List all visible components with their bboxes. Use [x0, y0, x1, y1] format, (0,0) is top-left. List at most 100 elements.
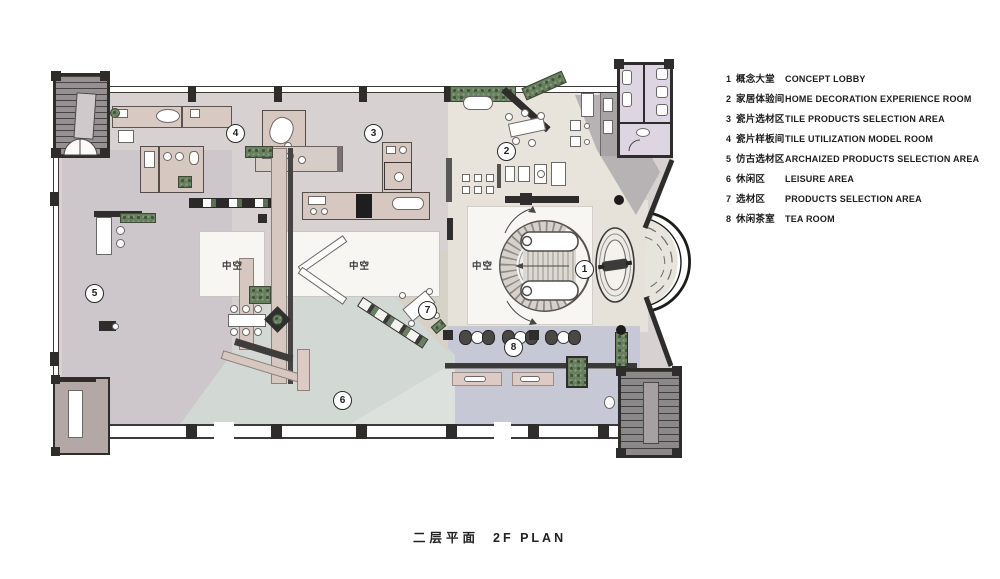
- stool: [462, 174, 470, 182]
- column: [258, 214, 267, 223]
- legend-label-en: LEISURE AREA: [785, 174, 855, 184]
- legend-item-selection-area: 7 选材区 PRODUCTS SELECTION AREA: [726, 191, 994, 211]
- stool: [604, 396, 615, 409]
- bay-dashed-arc: [644, 226, 673, 299]
- stool: [486, 174, 494, 182]
- stool: [116, 239, 125, 248]
- marker-label: 5: [91, 288, 98, 299]
- desk: [308, 196, 326, 205]
- top-curtain-wall: [57, 86, 617, 93]
- column: [520, 193, 532, 205]
- bay-inner-arc: [646, 218, 682, 307]
- legend-item-archaized-area: 5 仿古选材区 ARCHAIZED PRODUCTS SELECTION ARE…: [726, 151, 994, 171]
- shaft-fixture: [603, 98, 613, 112]
- legend-number: 5: [726, 154, 732, 164]
- legend-label-zh: 仿古选材区: [736, 154, 785, 165]
- chair: [242, 305, 250, 313]
- washbasin: [163, 152, 172, 161]
- column: [672, 448, 682, 458]
- washbasin: [386, 146, 396, 154]
- marker-archaized-area: 5: [85, 284, 104, 303]
- marker-label: 3: [370, 128, 377, 139]
- chair: [310, 208, 317, 215]
- plant: [178, 176, 192, 188]
- stool: [486, 186, 494, 194]
- desk: [118, 130, 134, 143]
- toilet: [394, 172, 404, 182]
- marker-leisure-area: 6: [333, 391, 352, 410]
- display-item: [520, 376, 540, 382]
- chair: [584, 123, 590, 129]
- lounge-chair: [551, 162, 566, 186]
- washbasin: [399, 146, 407, 154]
- chair: [505, 113, 513, 121]
- lounge-seat: [505, 166, 515, 182]
- restroom-divider: [643, 65, 645, 123]
- wall-stub: [446, 158, 452, 202]
- lounge-stool-set: [545, 329, 581, 345]
- legend-label-en: PRODUCTS SELECTION AREA: [785, 194, 922, 204]
- display-item: [464, 376, 486, 382]
- legend-item-tile-selection: 3 瓷片选材区 TILE PRODUCTS SELECTION AREA: [726, 111, 994, 131]
- legend: 1 概念大堂 CONCEPT LOBBY 2 家居体验间 HOME DECORA…: [726, 71, 994, 231]
- column: [51, 447, 60, 456]
- wall-stub: [505, 196, 579, 203]
- column: [50, 192, 59, 206]
- chair: [408, 320, 415, 327]
- legend-number: 8: [726, 214, 732, 224]
- counter-top: [94, 211, 142, 217]
- glass-room-outline: [384, 162, 412, 190]
- stool: [482, 330, 495, 345]
- legend-number: 4: [726, 134, 732, 144]
- plant-box: [615, 332, 628, 367]
- legend-label-zh: 家居体验间: [736, 94, 785, 105]
- square-table: [570, 136, 581, 147]
- legend-label-en: ARCHAIZED PRODUCTS SELECTION AREA: [785, 154, 980, 164]
- marker-tile-model-room: 4: [226, 124, 245, 143]
- void-label: 中空: [222, 261, 244, 272]
- marker-tile-selection: 3: [364, 124, 383, 143]
- room-divider: [158, 146, 160, 193]
- column: [528, 424, 539, 439]
- chair: [537, 112, 545, 120]
- marker-concept-lobby: 1: [575, 260, 594, 279]
- legend-label-zh: 瓷片样板间: [736, 134, 785, 145]
- marker-label: 8: [510, 342, 517, 353]
- toilet: [622, 92, 632, 107]
- marker-label: 2: [503, 146, 510, 157]
- stair-core: [643, 382, 659, 444]
- toilet: [656, 86, 668, 98]
- bay-fill: [645, 216, 678, 308]
- bottom-curtain-wall: [57, 424, 618, 439]
- column: [359, 86, 367, 102]
- chair: [399, 292, 406, 299]
- void-label: 中空: [349, 261, 371, 272]
- chair: [512, 137, 520, 145]
- toilet: [656, 104, 668, 116]
- stool: [568, 330, 581, 345]
- plant: [245, 146, 273, 158]
- legend-item-concept-lobby: 1 概念大堂 CONCEPT LOBBY: [726, 71, 994, 91]
- legend-label-zh: 概念大堂: [736, 74, 775, 85]
- column: [616, 448, 626, 458]
- door-gap: [494, 422, 511, 441]
- wall-hatch: [58, 377, 96, 382]
- marker-label: 4: [232, 128, 239, 139]
- partition: [497, 164, 501, 188]
- legend-label-zh: 选材区: [736, 194, 766, 205]
- lounge-stool-set: [459, 329, 495, 345]
- column: [51, 148, 61, 158]
- legend-item-tile-model-room: 4 瓷片样板间 TILE UTILIZATION MODEL ROOM: [726, 131, 994, 151]
- legend-label-en: TILE PRODUCTS SELECTION AREA: [785, 114, 945, 124]
- chair: [521, 109, 529, 117]
- display-item: [190, 109, 200, 118]
- stair-landing: [73, 92, 97, 140]
- washbasin: [636, 128, 650, 137]
- washbasin: [175, 152, 184, 161]
- bench: [99, 321, 116, 331]
- cabinet: [581, 93, 594, 117]
- column: [616, 366, 626, 376]
- column: [529, 330, 539, 340]
